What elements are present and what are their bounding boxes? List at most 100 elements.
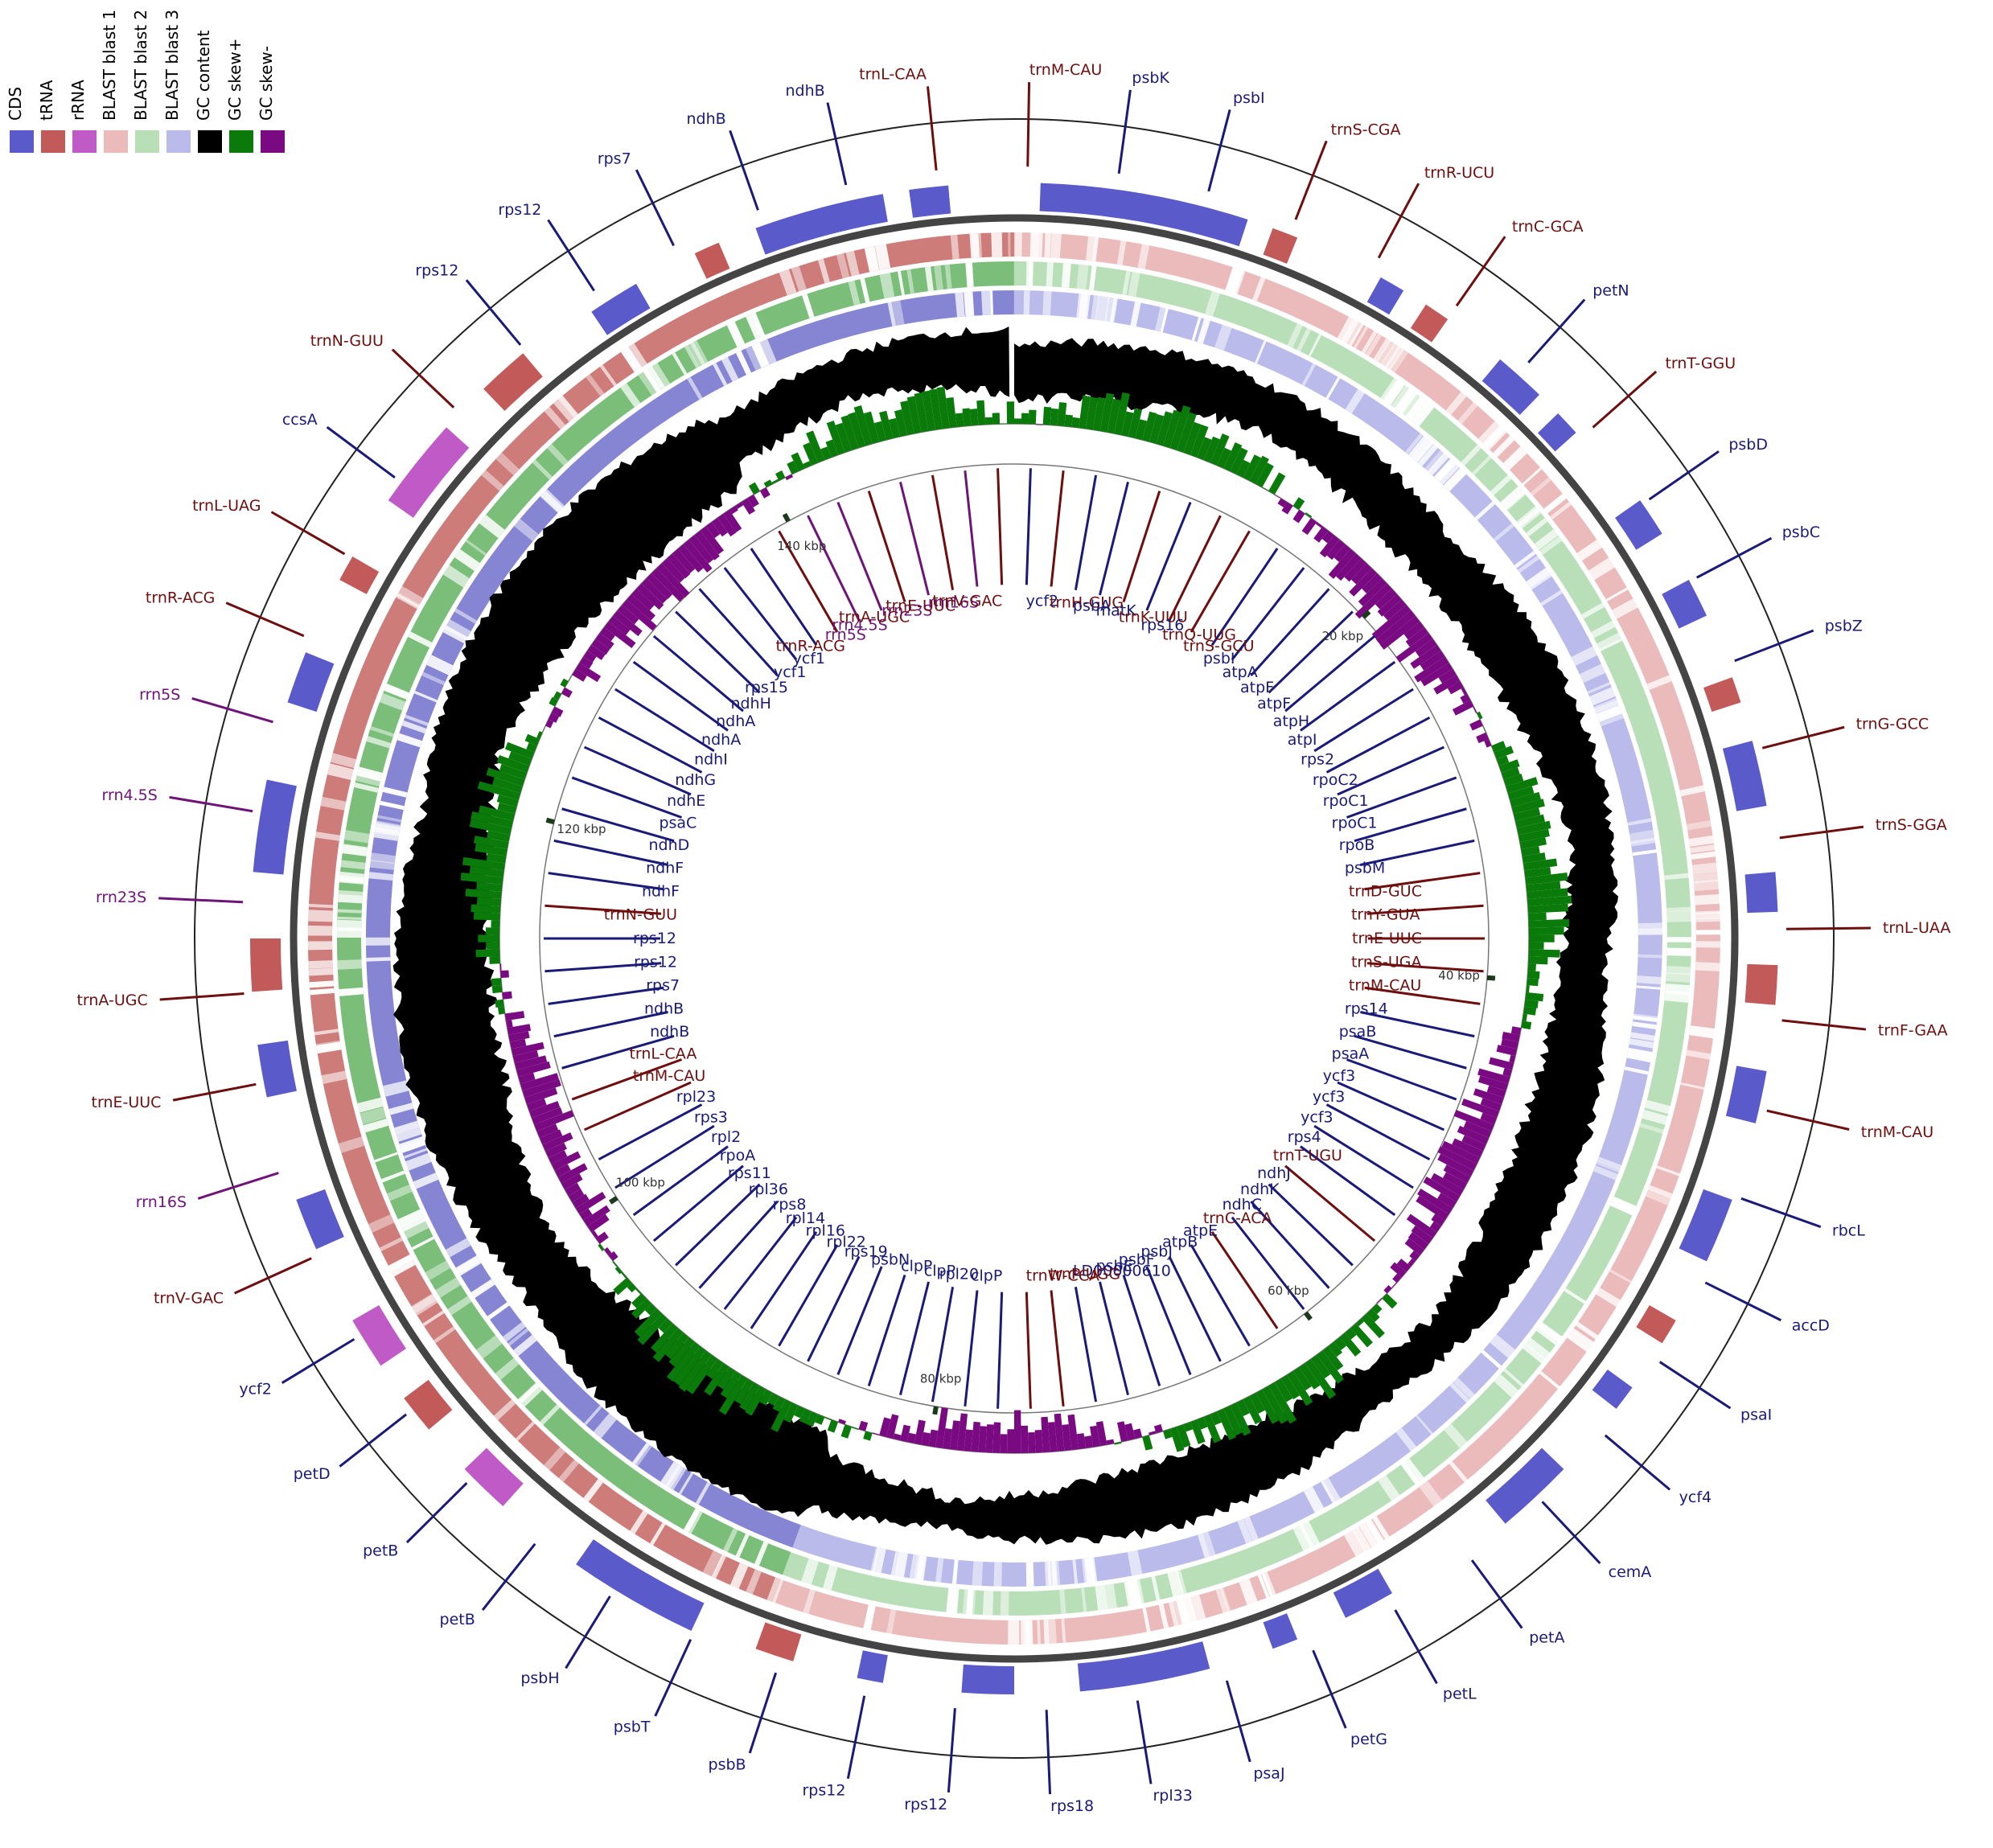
gc-skew-positive (820, 446, 832, 460)
gc-skew-positive (1223, 1405, 1243, 1436)
label-leader-line (1268, 610, 1354, 694)
gc-skew-negative (1430, 1172, 1464, 1196)
label-leader-line (807, 1255, 861, 1362)
gc-skew-negative (599, 627, 615, 642)
blast3-ring-gap (399, 1136, 425, 1153)
gc-skew-positive (1190, 424, 1209, 458)
gc-skew-positive (992, 413, 1001, 425)
blast2-ring-gap (370, 725, 394, 737)
label-leader-line (614, 688, 715, 753)
feature-label: rps16 (1140, 617, 1184, 634)
label-leader-line (1045, 1710, 1052, 1795)
trna-feature-block (1703, 677, 1741, 713)
blast2-ring-gap (1666, 906, 1691, 912)
blast3-ring-gap (1633, 1015, 1658, 1023)
gc-skew-positive (1523, 1006, 1537, 1016)
feature-label: rps12 (802, 1781, 845, 1799)
gc-skew-negative (1437, 1146, 1477, 1171)
feature-label: trnD-GUC (1349, 883, 1422, 901)
feature-label: trnM-CAU (633, 1067, 705, 1085)
blast1-ring-gap (1091, 236, 1099, 262)
blast3-ring-gap (989, 290, 994, 315)
blast3-ring-gap (1160, 308, 1169, 333)
feature-label: trnG-GCC (1856, 716, 1929, 733)
gc-skew-positive (772, 1396, 786, 1412)
blast1-ring-gap (1646, 675, 1672, 690)
label-leader-line (1026, 82, 1031, 167)
label-leader-line (598, 717, 703, 774)
kbp-tick-label: 20 kbp (1322, 629, 1364, 643)
legend-label: BLAST blast 2 (131, 10, 150, 121)
gc-skew-positive (1142, 411, 1157, 442)
blast1-ring-gap (1686, 1049, 1712, 1060)
gc-skew-negative (1021, 1425, 1029, 1453)
feature-label: petN (1592, 281, 1629, 299)
label-leader-line (465, 279, 522, 346)
gc-skew-negative (1461, 1098, 1499, 1119)
gc-skew-positive (612, 1261, 618, 1267)
feature-label: psbE (1096, 1258, 1133, 1275)
gc-skew-positive (644, 1304, 657, 1316)
feature-label: ycf1 (774, 663, 806, 681)
blast1-ring-gap (1543, 493, 1567, 514)
label-leader-line (1168, 1255, 1222, 1362)
label-leader-line (1604, 1434, 1671, 1491)
label-leader-line (826, 102, 848, 186)
gc-skew-negative (565, 1182, 581, 1196)
gc-skew-positive (1274, 1378, 1293, 1402)
gc-skew-negative (651, 568, 684, 602)
gc-skew-negative (1501, 1038, 1518, 1049)
gc-skew-positive (1501, 766, 1520, 780)
feature-label: ndhF (646, 860, 684, 877)
gc-skew-positive (1177, 412, 1197, 453)
label-leader-line (964, 1290, 979, 1407)
gc-skew-positive (1521, 845, 1540, 856)
blast2-ring-gap (402, 1218, 429, 1239)
gc-skew-negative (667, 553, 691, 579)
gc-skew-positive (863, 1431, 873, 1441)
feature-label: rps15 (745, 679, 788, 696)
blast3-ring-gap (369, 860, 395, 870)
gc-skew-positive (770, 1399, 792, 1432)
blast2-ring-gap (337, 916, 362, 920)
gc-skew-negative (1436, 1193, 1457, 1209)
blast2-ring-gap (1666, 966, 1691, 975)
feature-blocks (250, 183, 1778, 1694)
gc-skew-negative (604, 1247, 612, 1256)
blast3-ring-gap (1214, 324, 1232, 351)
gc-skew-positive (473, 912, 500, 921)
gc-skew-positive (1028, 409, 1037, 425)
blast1-ring-gap (422, 1310, 445, 1327)
blast2-ring-gap (518, 1383, 540, 1403)
blast1-ring-gap (1481, 425, 1507, 450)
gc-skew-positive (888, 417, 901, 438)
gc-skew-negative (1407, 1258, 1416, 1267)
gc-skew-negative (935, 1407, 948, 1448)
gc-skew-positive (635, 1287, 642, 1295)
blast3-ring-gap (1051, 1561, 1057, 1586)
blast1-ring-gap (583, 1478, 603, 1502)
blast1-ring-gap (544, 406, 566, 429)
blast2-ring-gap (1666, 910, 1691, 922)
blast3-ring-gap (397, 733, 422, 748)
blast2-ring-gap (1046, 262, 1054, 287)
gc-skew-positive (1210, 1411, 1222, 1426)
rrna-feature-block (388, 427, 470, 518)
gc-skew-positive (1355, 1318, 1365, 1327)
kbp-tick-label: 40 kbp (1438, 968, 1480, 983)
cds-feature-block (1039, 183, 1248, 247)
gc-skew-positive (851, 1427, 859, 1431)
gc-skew-positive (1333, 1337, 1347, 1351)
blast2-ring-gap (684, 1508, 701, 1533)
blast1-ring-gap (1116, 240, 1127, 265)
blast3-ring-gap (426, 655, 454, 676)
gc-skew-positive (976, 400, 986, 425)
gc-skew-negative (1416, 1195, 1449, 1221)
gc-skew-positive (1310, 1354, 1331, 1379)
gc-skew-negative (978, 1426, 988, 1453)
feature-label: psbK (1132, 69, 1169, 87)
label-leader-line (1145, 1266, 1192, 1375)
blast3-ring-gap (632, 1443, 650, 1465)
label-leader-line (836, 502, 883, 611)
feature-label: rps12 (498, 201, 541, 219)
